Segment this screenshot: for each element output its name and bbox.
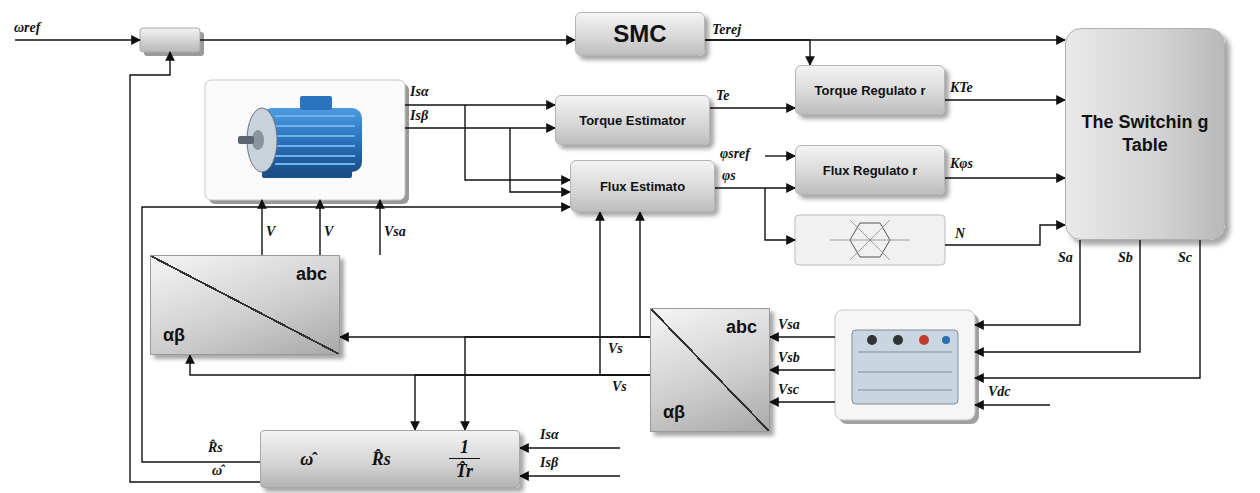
signal-connector — [705, 40, 810, 65]
signal-connector — [945, 99, 1065, 100]
wire — [770, 401, 835, 402]
node-text: αβ — [163, 325, 185, 346]
signal-label: φs — [722, 168, 736, 184]
signal-label: Terej — [712, 22, 741, 38]
signal-connector — [705, 39, 1065, 40]
signal-label: R̂s — [208, 440, 223, 456]
wire — [520, 447, 620, 448]
wire — [405, 104, 555, 105]
comparator-block — [140, 28, 200, 52]
node-text: The Switchin g Table — [1074, 111, 1216, 158]
regulator-box: Torque Regulato r — [795, 65, 945, 115]
signal-label: Isα — [540, 427, 559, 443]
wire — [770, 336, 835, 337]
signal-label: V — [324, 224, 333, 240]
signal-label: Isβ — [410, 108, 428, 124]
sector-frame — [795, 215, 945, 265]
wire — [945, 225, 1065, 245]
signal-connector — [715, 187, 795, 188]
inverter-terminal — [893, 335, 903, 345]
signal-label: Sc — [1178, 250, 1192, 266]
signal-connector — [190, 355, 650, 375]
wire — [405, 127, 555, 128]
signal-label: KTe — [950, 80, 973, 96]
signal-connector — [415, 375, 650, 430]
signal-label: Te — [716, 88, 729, 104]
node-text: αβ — [663, 402, 685, 423]
wire — [975, 240, 1140, 352]
node-text: 1 T̂r — [449, 435, 480, 484]
signal-label: Vsa — [778, 317, 800, 333]
signal-wires — [15, 40, 1200, 482]
signal-label: ω̂ — [212, 463, 222, 479]
motor-terminal-box — [300, 96, 332, 110]
wire — [975, 240, 1080, 325]
estimator-box: Flux Estimato — [570, 160, 715, 212]
inverter-terminal — [942, 336, 950, 344]
wire — [261, 200, 262, 255]
signal-label: Vsb — [778, 350, 800, 366]
transform-block: abc αβ — [650, 308, 770, 432]
node-text: SMC — [613, 20, 666, 48]
wire — [200, 39, 575, 40]
node-text: Torque Regulato r — [815, 83, 926, 98]
signal-label: Vsa — [384, 224, 406, 240]
observer-block: ω̂ R̂s 1 T̂r — [260, 430, 520, 488]
inverter-frame — [835, 310, 975, 420]
signal-label: Sa — [1058, 250, 1073, 266]
signal-label: V — [266, 224, 275, 240]
node-text: R̂s — [372, 449, 391, 470]
wire — [770, 369, 835, 370]
wire — [765, 155, 795, 156]
signal-connector — [710, 107, 795, 108]
signal-connector — [465, 337, 650, 430]
wire — [15, 39, 140, 40]
regulator-box: Flux Regulato r — [795, 145, 945, 195]
node-text: Torque Estimator — [579, 113, 686, 128]
inverter-rails — [858, 352, 952, 390]
signal-connector — [640, 212, 650, 337]
motor-shaft — [238, 136, 254, 144]
signal-label: Vs — [608, 341, 623, 357]
signal-label: φsref — [720, 146, 750, 162]
wire — [765, 188, 795, 240]
signal-label: Isβ — [540, 455, 558, 471]
signal-connector — [142, 207, 570, 462]
motor-frame — [205, 80, 405, 200]
signal-label: N — [955, 226, 965, 242]
signal-connector — [945, 177, 1065, 178]
node-text: Flux Regulato r — [823, 163, 918, 178]
switching-table: The Switchin g Table — [1065, 28, 1225, 240]
node-text: ω̂ — [300, 449, 313, 470]
inverter-terminal — [919, 335, 929, 345]
inverter-terminal — [867, 335, 877, 345]
signal-connector — [600, 212, 650, 375]
wire — [319, 200, 320, 255]
inverter-case — [852, 330, 958, 404]
signal-label: Vdc — [988, 384, 1011, 400]
transform-block: abc αβ — [150, 255, 340, 355]
estimator-box: Torque Estimator — [555, 95, 710, 145]
signal-label: Vsc — [778, 382, 799, 398]
signal-label: Kφs — [950, 156, 973, 172]
signal-label: Vs — [612, 379, 627, 395]
sector-axes — [830, 220, 910, 260]
motor-fins — [275, 116, 355, 164]
wire — [520, 475, 620, 476]
signal-label: Sb — [1118, 250, 1133, 266]
node-text: abc — [726, 317, 757, 338]
controller-box: SMC — [575, 12, 705, 56]
wire — [975, 404, 1050, 405]
wire — [379, 200, 380, 255]
signal-label: ωref — [14, 20, 40, 36]
node-text: Flux Estimato — [600, 179, 685, 194]
node-text: abc — [296, 264, 327, 285]
wire — [975, 240, 1200, 378]
signal-label: Isα — [410, 84, 429, 100]
